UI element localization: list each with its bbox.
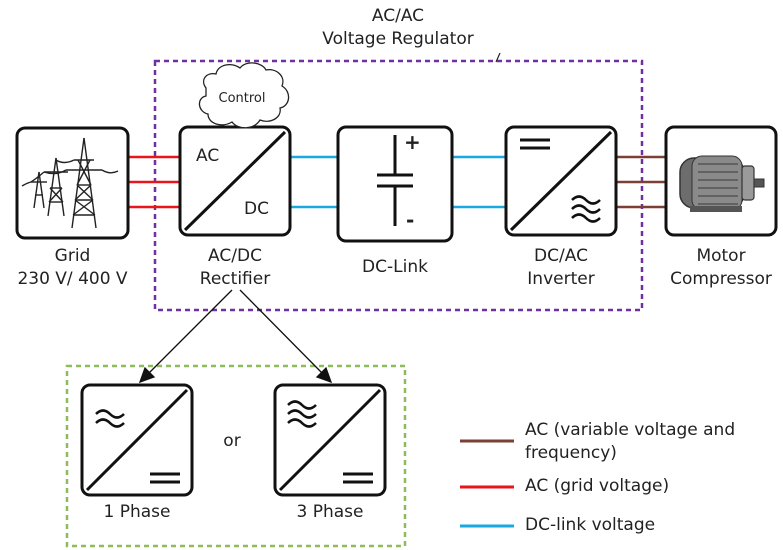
- legend-ac-variable-line2: frequency): [525, 443, 617, 463]
- inverter-block: [504, 125, 618, 237]
- grid-caption-line1: Grid: [54, 246, 91, 266]
- motor-caption: Motor Compressor: [661, 245, 781, 291]
- inverter-caption: DC/AC Inverter: [506, 245, 616, 291]
- grid-ac-lines: [128, 155, 180, 209]
- rectifier-caption-line2: Rectifier: [199, 269, 271, 289]
- legend-ac-variable: AC (variable voltage and frequency): [525, 419, 735, 465]
- motor-icon: [679, 155, 765, 212]
- single-wave-icon: [95, 409, 125, 428]
- dc-link-plus-label: +: [404, 130, 421, 154]
- options-boundary: [65, 364, 407, 548]
- motor-ac-lines: [616, 155, 666, 209]
- regulator-boundary: [153, 59, 644, 312]
- triple-wave-icon: [287, 400, 317, 428]
- ac-wave-icon: [571, 195, 601, 223]
- option-arrows: [138, 289, 333, 384]
- grid-caption: Grid 230 V/ 400 V: [0, 245, 145, 291]
- dc-symbol-icon: [150, 472, 180, 484]
- rectifier-caption: AC/DC Rectifier: [180, 245, 290, 291]
- dc-symbol-icon: [343, 472, 373, 484]
- inverter-caption-line1: DC/AC: [534, 246, 588, 266]
- dc-link-caption: DC-Link: [362, 257, 428, 277]
- legend-ac-grid: AC (grid voltage): [525, 476, 670, 496]
- legend-swatches: [460, 439, 514, 528]
- inverter-caption-line2: Inverter: [527, 269, 595, 289]
- legend-ac-variable-line1: AC (variable voltage and: [525, 420, 736, 440]
- dc-link-minus-label: -: [406, 208, 415, 232]
- rectifier-ac-label: AC: [196, 146, 220, 166]
- control-label: Control: [218, 91, 266, 106]
- motor-caption-line2: Compressor: [670, 269, 772, 289]
- control-cloud: [198, 62, 290, 129]
- motor-block: [664, 125, 778, 237]
- legend-dc-link: DC-link voltage: [525, 515, 656, 535]
- one-phase-rectifier-block: [80, 383, 194, 497]
- three-phase-rectifier-block: [273, 383, 387, 497]
- grid-caption-line2: 230 V/ 400 V: [17, 269, 128, 289]
- dc-link-block: [336, 125, 454, 243]
- rectifier-block: [178, 125, 292, 237]
- or-label: or: [223, 431, 241, 451]
- regulator-boundary-tick: [495, 52, 501, 63]
- rectifier-dc-label: DC: [244, 199, 269, 219]
- dc-link-lines: [290, 155, 506, 209]
- motor-caption-line1: Motor: [696, 246, 746, 266]
- transmission-tower-icon: [21, 137, 119, 229]
- rectifier-caption-line1: AC/DC: [208, 246, 262, 266]
- one-phase-caption: 1 Phase: [103, 502, 171, 522]
- grid-block: [15, 126, 130, 240]
- three-phase-caption: 3 Phase: [296, 502, 364, 522]
- regulator-title-line2: Voltage Regulator: [322, 29, 474, 49]
- regulator-title: AC/AC Voltage Regulator: [300, 5, 496, 51]
- capacitor-icon: [377, 135, 413, 226]
- dc-symbol-icon: [520, 138, 550, 150]
- regulator-title-line1: AC/AC: [371, 6, 425, 26]
